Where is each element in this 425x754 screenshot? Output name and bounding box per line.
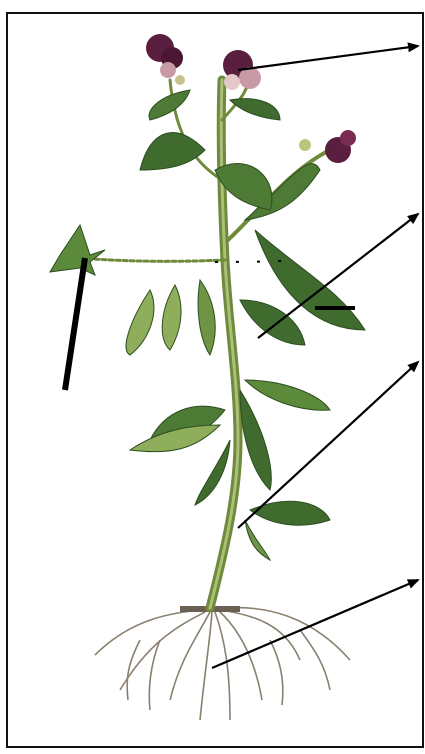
pointer-bar-leaf — [315, 306, 355, 310]
arrow-roots — [212, 580, 418, 668]
label-arrows — [212, 46, 418, 668]
arrow-flower — [238, 46, 418, 70]
leaf-icon — [50, 90, 365, 560]
pointer-bar-left — [65, 258, 85, 390]
